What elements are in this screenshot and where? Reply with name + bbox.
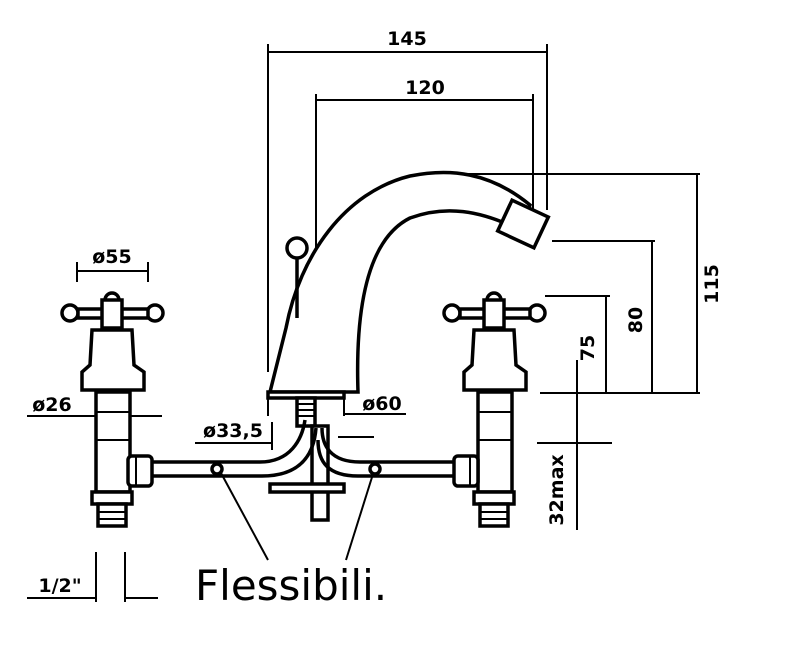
dimension-80-label: 80: [625, 307, 647, 333]
dimension-diameter-26-label: ø26: [32, 394, 72, 416]
central-stem: [268, 396, 346, 522]
flexible-hoses-label: Flessibili.: [195, 561, 387, 610]
callout-leaders: [220, 472, 374, 561]
dimension-diameter-60-label: ø60: [362, 393, 402, 415]
dimension-diameter-33-5-label: ø33,5: [203, 420, 263, 442]
dimension-diameter-55-label: ø55: [92, 246, 132, 268]
left-cross-handle-valve: [60, 291, 165, 528]
aerator-outlet: [495, 197, 551, 251]
dimension-thread-label: 1/2": [38, 575, 81, 597]
dimension-thread-half-inch: 1/2": [27, 552, 158, 602]
dimension-32max-label: 32max: [546, 454, 568, 525]
dimension-80: 80: [552, 240, 655, 393]
dimension-115-label: 115: [701, 264, 723, 304]
right-cross-handle-valve: [442, 291, 547, 528]
dimension-diameter-60: ø60: [267, 393, 406, 438]
dimension-75-label: 75: [577, 335, 599, 361]
locking-nut: [268, 482, 346, 494]
dimension-diameter-26: ø26: [27, 394, 162, 417]
pop-up-knob: [285, 236, 309, 260]
hose-marker-right: [368, 462, 382, 476]
spout-body: [266, 170, 551, 522]
dimension-145: 145: [267, 28, 548, 372]
dimension-115: 115: [468, 173, 723, 394]
flexible-hoses: [150, 419, 462, 478]
dimension-32max: 32max: [537, 360, 612, 530]
hose-marker-left: [210, 462, 224, 476]
dimension-145-label: 145: [387, 28, 427, 50]
dimension-75: 75: [540, 295, 610, 394]
dimension-diameter-55: ø55: [76, 246, 149, 282]
dimension-120-label: 120: [405, 77, 445, 99]
dimension-diameter-33-5: ø33,5: [195, 420, 273, 450]
